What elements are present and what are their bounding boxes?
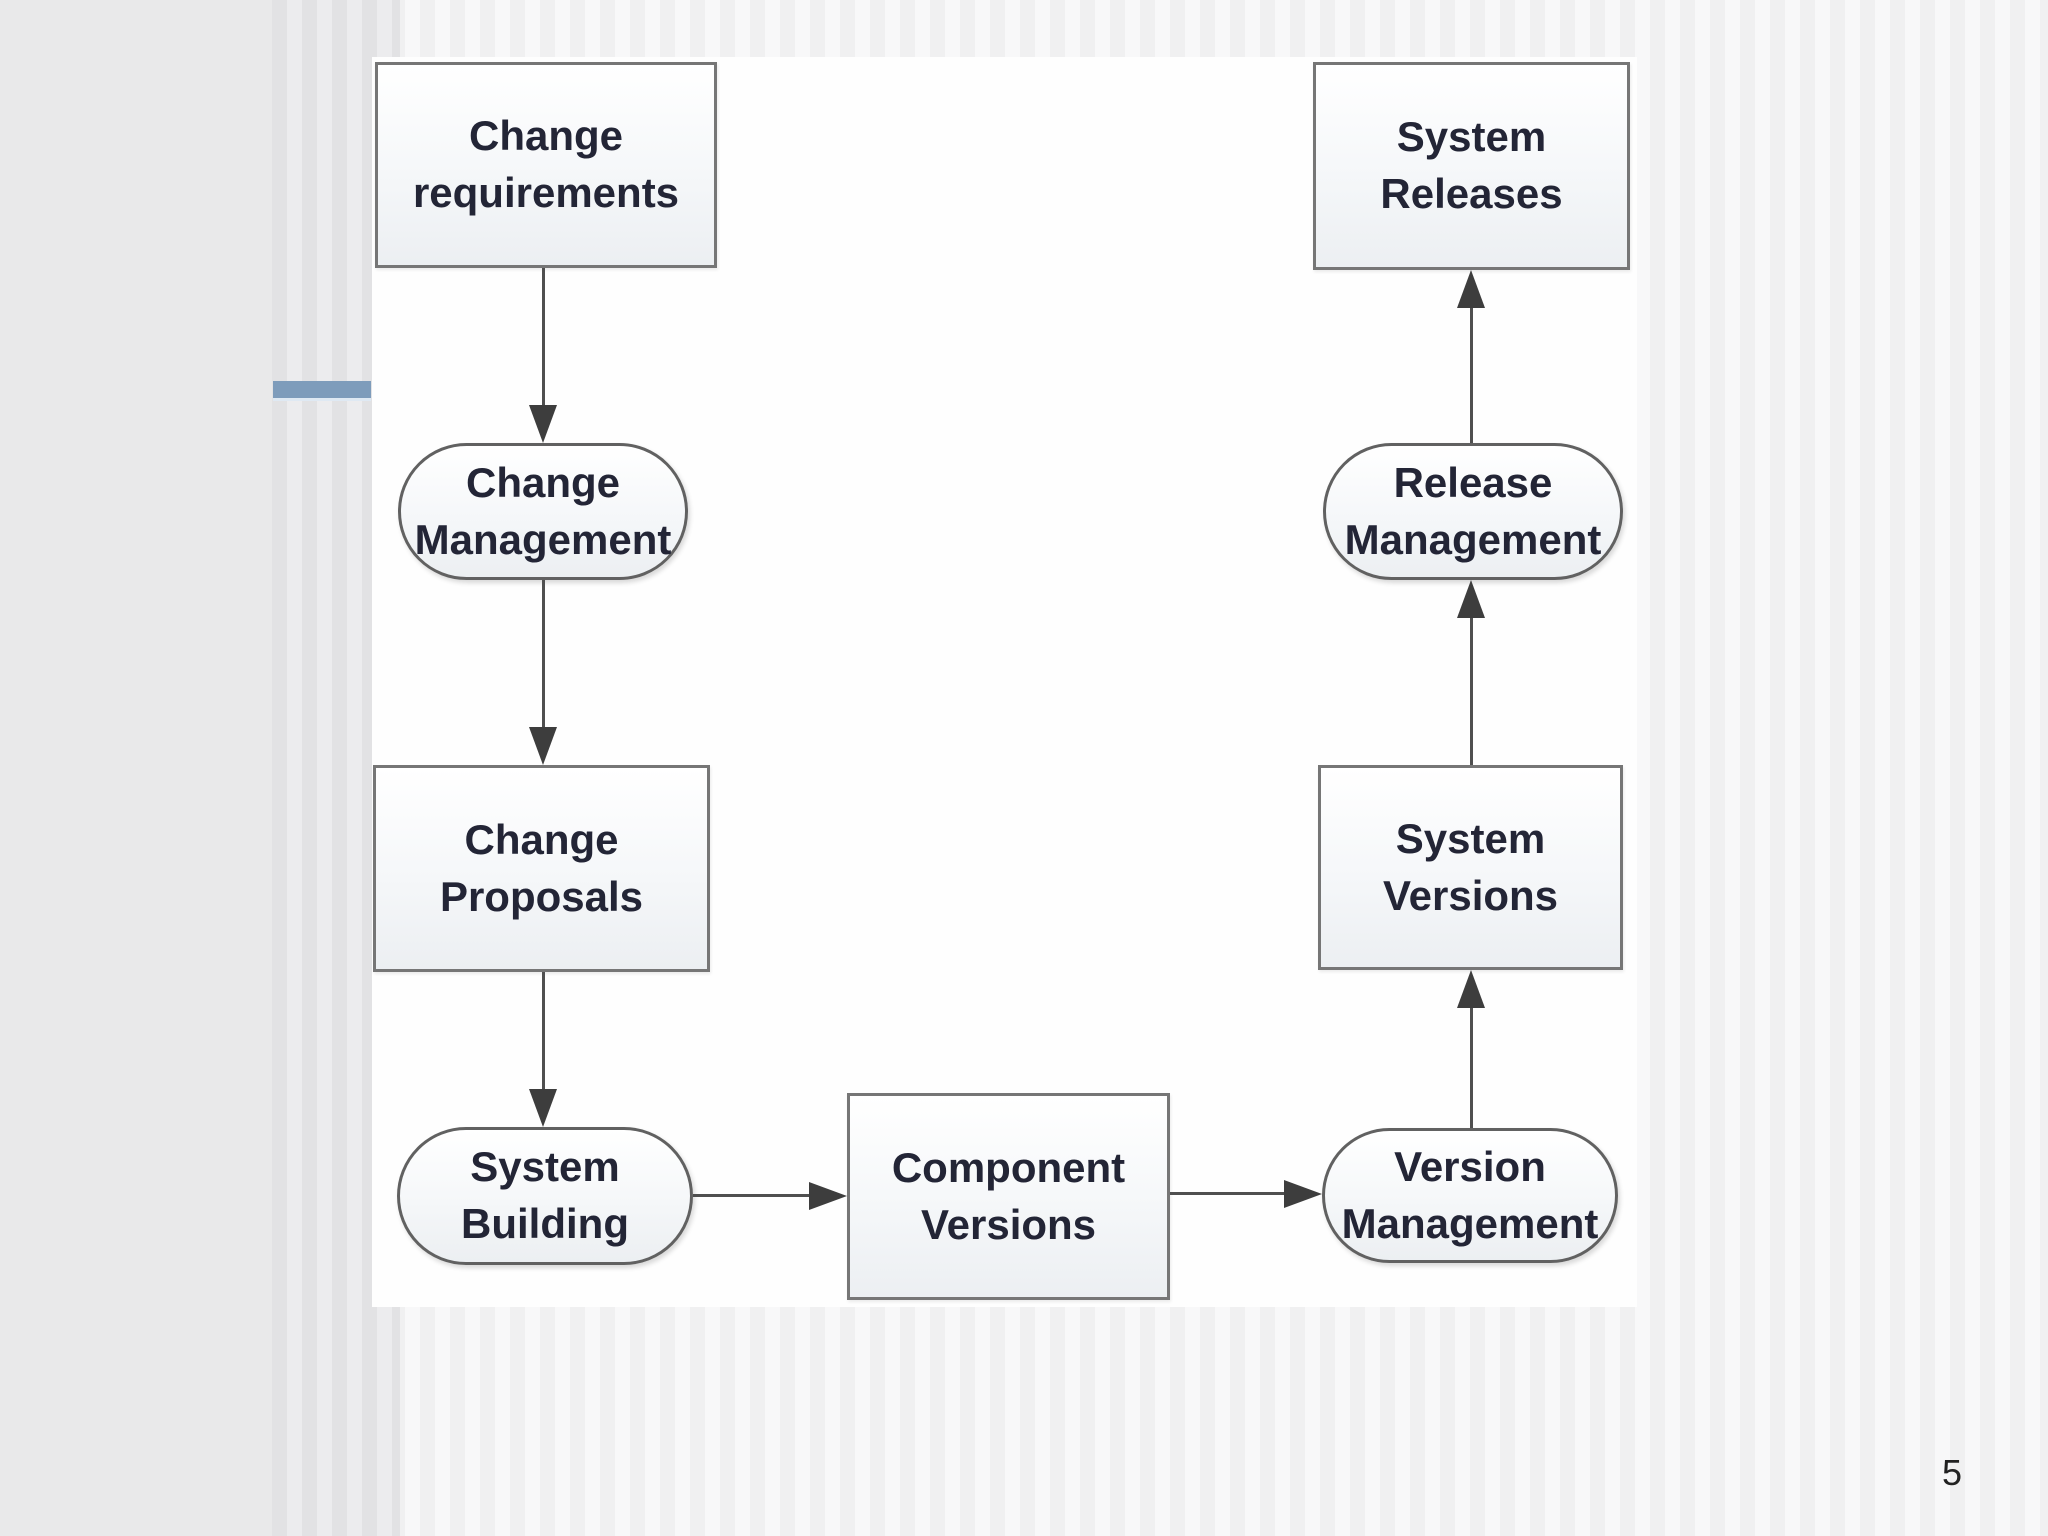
node-change-proposals: Change Proposals bbox=[373, 765, 710, 972]
node-system-releases: System Releases bbox=[1313, 62, 1630, 270]
arrowhead-down-icon bbox=[529, 405, 557, 443]
arrow-line-versionmgmt-to-sysversions bbox=[1470, 1008, 1473, 1128]
arrow-line-building-to-components bbox=[693, 1194, 811, 1197]
arrowhead-up-icon bbox=[1457, 270, 1485, 308]
arrowhead-up-icon bbox=[1457, 580, 1485, 618]
arrow-line-changemgmt-to-proposals bbox=[542, 580, 545, 729]
node-system-versions: System Versions bbox=[1318, 765, 1623, 970]
arrow-line-releasemgmt-to-sysreleases bbox=[1470, 308, 1473, 443]
arrow-line-components-to-versionmgmt bbox=[1170, 1192, 1286, 1195]
node-change-requirements: Change requirements bbox=[375, 62, 717, 268]
left-gray-panel bbox=[0, 0, 272, 1536]
node-release-management: Release Management bbox=[1323, 443, 1623, 580]
accent-bar bbox=[273, 381, 371, 398]
node-system-building: System Building bbox=[397, 1127, 693, 1265]
node-component-versions: Component Versions bbox=[847, 1093, 1170, 1300]
arrow-line-requirements-to-changemgmt bbox=[542, 268, 545, 407]
arrow-line-sysversions-to-releasemgmt bbox=[1470, 618, 1473, 765]
node-version-management: Version Management bbox=[1322, 1128, 1618, 1263]
arrowhead-down-icon bbox=[529, 1089, 557, 1127]
arrow-line-proposals-to-building bbox=[542, 972, 545, 1091]
arrowhead-down-icon bbox=[529, 727, 557, 765]
arrowhead-right-icon bbox=[809, 1182, 847, 1210]
arrowhead-up-icon bbox=[1457, 970, 1485, 1008]
node-change-management: Change Management bbox=[398, 443, 688, 580]
arrowhead-right-icon bbox=[1284, 1180, 1322, 1208]
page-number: 5 bbox=[1941, 1452, 1963, 1493]
